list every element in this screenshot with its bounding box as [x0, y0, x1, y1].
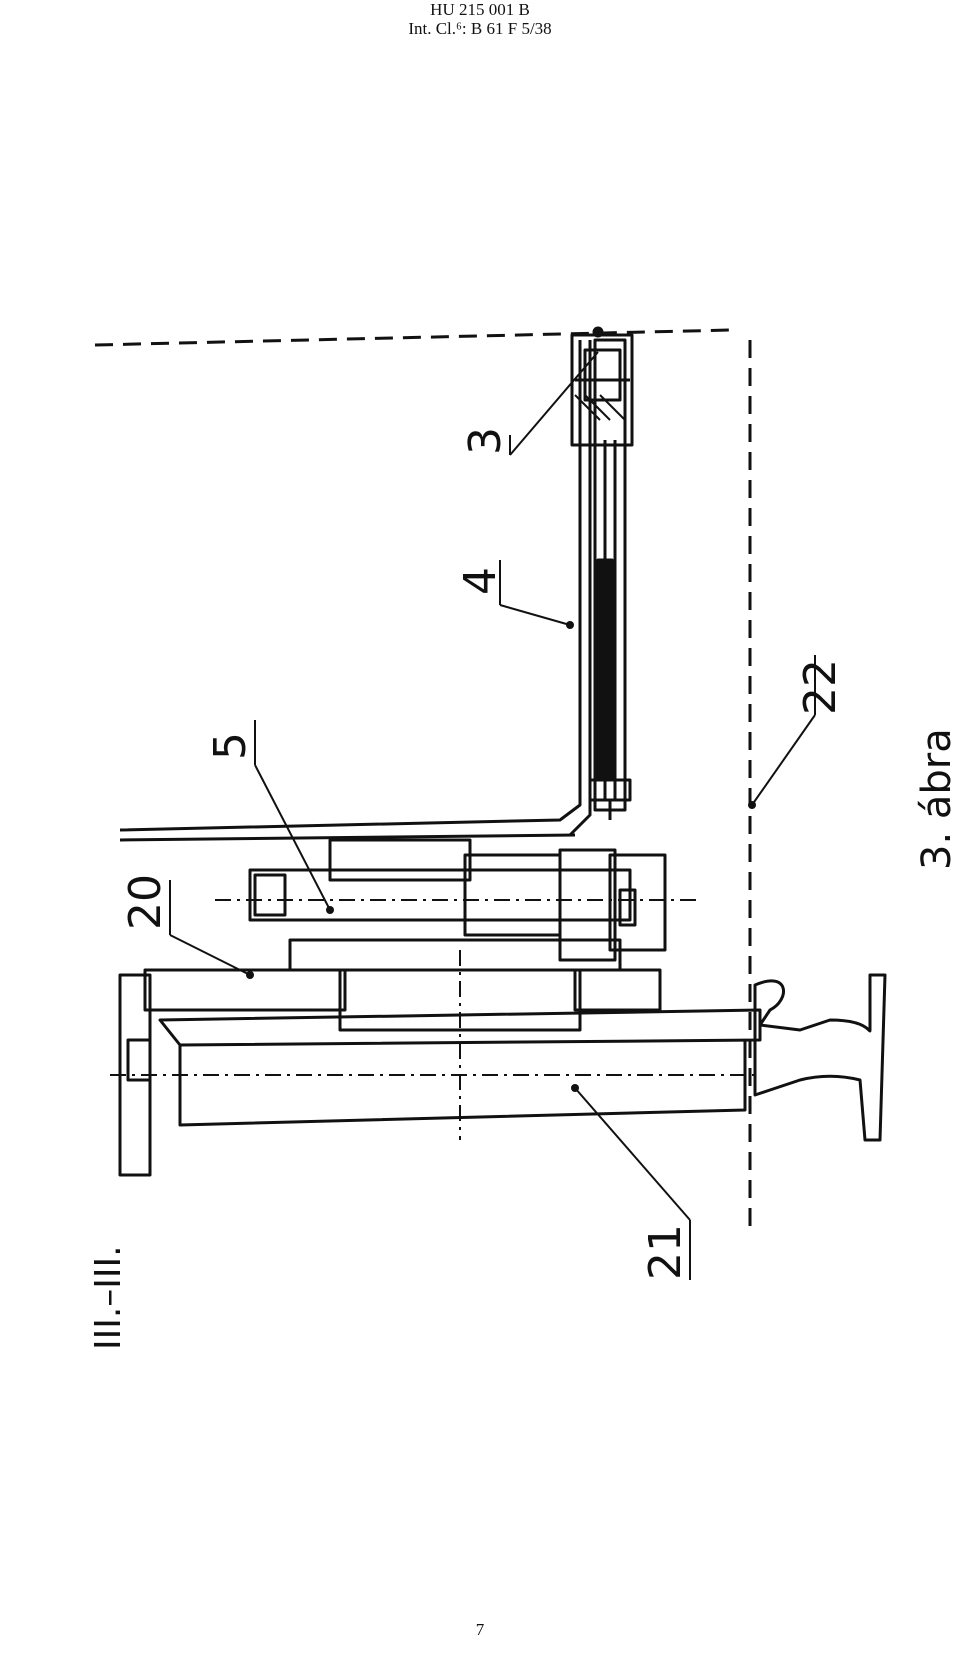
section-label: III.–III. [88, 1245, 129, 1350]
dashed-boundary [94, 328, 752, 1230]
end-fitting-3 [570, 326, 634, 447]
label-21: 21 [640, 1224, 691, 1280]
patent-header: HU 215 001 B Int. Cl.⁶: B 61 F 5/38 [0, 0, 960, 38]
upper-plate [119, 338, 632, 842]
label-22: 22 [795, 659, 846, 715]
frame-layers [118, 938, 662, 1177]
classification: Int. Cl.⁶: B 61 F 5/38 [408, 19, 552, 38]
label-4: 4 [455, 567, 506, 595]
wheel-21 [158, 1008, 762, 1127]
rail-profile [753, 973, 887, 1142]
shaft-block [248, 838, 667, 962]
leader-dots [246, 621, 756, 1092]
leader-lines [169, 351, 816, 1280]
patent-number: HU 215 001 B [430, 0, 530, 19]
label-20: 20 [120, 874, 171, 930]
label-5: 5 [205, 732, 256, 760]
label-3: 3 [460, 427, 511, 455]
page-number: 7 [475, 1620, 485, 1639]
figure-caption: 3. ábra [914, 728, 960, 870]
